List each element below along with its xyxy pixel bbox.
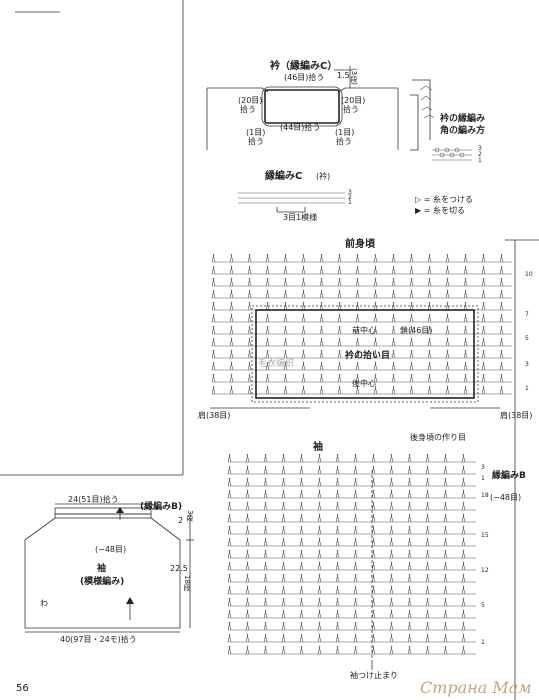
sleeve-row-3: 3 (481, 464, 485, 471)
collar-left-pickup-2: 拾う (240, 105, 256, 114)
corner-title-2: 角の編み方 (440, 126, 486, 136)
edging-c-title: 縁編みC (265, 171, 303, 182)
schematic-bottom-width: 40(97目・24モ)拾う (60, 635, 137, 644)
front-row-7: 7 (525, 311, 529, 318)
schematic-height: 22.5 (170, 564, 188, 573)
front-center-top: 前中心 (352, 326, 376, 335)
front-row-1: 1 (525, 385, 529, 392)
sleeve-edging-label: 縁編みB (492, 471, 526, 481)
corner-row-2: 2 (478, 151, 482, 158)
collar-corner-left: (1目) (246, 128, 266, 137)
front-pickup: 衿の拾い目 (345, 351, 391, 361)
sleeve-row-15: 15 (481, 532, 489, 539)
front-row-3: 3 (525, 361, 529, 368)
schematic-count: (−48目) (95, 545, 127, 554)
collar-title: 衿（縁編みC） (270, 61, 338, 72)
collar-right-pickup-2: 拾う (343, 105, 359, 114)
schematic-pattern: (模様編み) (80, 577, 125, 587)
schematic-top-width: 24(51目)拾う (68, 495, 119, 504)
watermark: Страна Мам (420, 678, 532, 697)
sleeve-end-label: 袖つけ止まり (350, 671, 398, 680)
sleeve-row-12: 12 (481, 567, 489, 574)
collar-bottom-pickup: (44目)拾う (280, 123, 321, 132)
front-row-10: 10 (525, 271, 533, 278)
collar-corner-left-2: 拾う (248, 137, 264, 146)
corner-title: 衿の縁編み (440, 114, 486, 124)
front-center-bottom: 後中心 (352, 379, 376, 388)
collar-right-pickup: (20目) (341, 96, 366, 105)
edging-c-subtitle: (衿) (316, 172, 331, 181)
sleeve-row-1b: 1 (481, 639, 485, 646)
collar-corner-right: (1目) (335, 128, 355, 137)
legend-attach: ▷ = 糸をつける (415, 195, 473, 204)
collar-rows-unit: (3段) (350, 68, 358, 85)
edging-c-row-1: 1 (348, 199, 352, 206)
sleeve-row-1a: 1 (481, 475, 485, 482)
edging-c-repeat: 3目1模様 (283, 213, 318, 222)
legend-cut: ▶ = 糸を切る (415, 206, 465, 215)
front-back-start: 後身頃の作り目 (410, 433, 466, 442)
schematic-edging-rows: 3段 (186, 510, 194, 522)
schematic-name: 袖 (97, 564, 107, 574)
schematic-height-rows: 18段 (183, 575, 191, 591)
front-stitches: 鎖(46目) (400, 326, 433, 335)
collar-rows: 1.5 (337, 71, 350, 80)
sleeve-title: 袖 (313, 442, 323, 453)
smudge-text: 毛衣编织 (258, 359, 295, 369)
collar-corner-right-2: 拾う (336, 137, 352, 146)
page-number: 56 (16, 683, 29, 694)
schematic-edging-height: 2 (178, 516, 184, 525)
front-row-5: 5 (525, 335, 529, 342)
corner-row-3: 3 (478, 145, 482, 152)
collar-left-pickup: (20目) (238, 96, 263, 105)
sleeve-count: (−48目) (490, 493, 522, 502)
corner-row-1: 1 (478, 157, 482, 164)
edging-c-row-2: 2 (348, 194, 352, 201)
schematic-wa: わ (40, 599, 48, 608)
front-shoulder-right: 肩(38目) (500, 411, 533, 420)
front-shoulder-left: 肩(38目) (198, 411, 231, 420)
edging-c-row-3: 3 (348, 189, 352, 196)
sleeve-row-5: 5 (481, 602, 485, 609)
front-title: 前身頃 (345, 239, 375, 250)
schematic-edging-label: (縁編みB) (140, 502, 183, 512)
collar-top-pickup: (46目)拾う (284, 73, 325, 82)
sleeve-row-18: 18 (481, 492, 489, 499)
